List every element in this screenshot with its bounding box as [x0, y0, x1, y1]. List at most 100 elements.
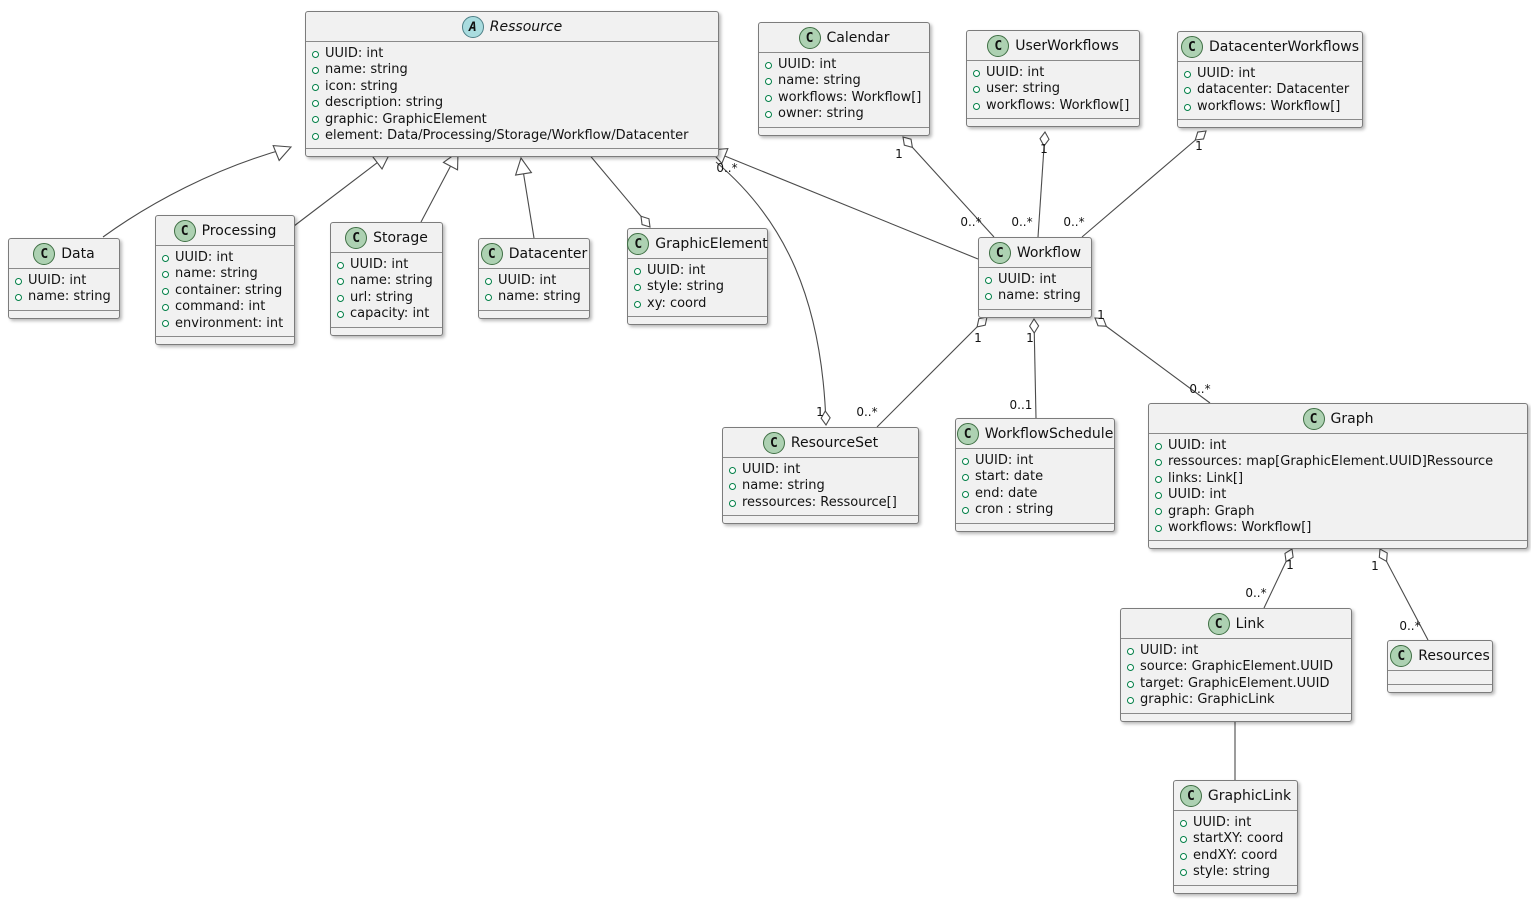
attribute-text: environment: int [175, 315, 284, 331]
class-attribute: user: string [973, 81, 1133, 97]
class-attribute: UUID: int [1155, 438, 1521, 454]
class-name: WorkflowSchedule [984, 426, 1114, 442]
class-attribute: UUID: int [765, 57, 923, 73]
multiplicity-label: 1 [1040, 142, 1048, 156]
field-visibility-icon [973, 69, 980, 77]
attribute-text: style: string [647, 279, 725, 295]
multiplicity-label: 1 [1371, 559, 1379, 573]
attribute-text: name: string [778, 73, 861, 89]
edge-data-extends-ressource [102, 147, 289, 238]
attribute-text: name: string [998, 288, 1081, 304]
edge-ressource-graphicelement-aggregation [581, 145, 651, 228]
class-attribute: style: string [1180, 864, 1291, 880]
class-attribute: xy: coord [634, 296, 761, 312]
attribute-text: ressources: map[GraphicElement.UUID]Ress… [1168, 454, 1494, 470]
attribute-text: UUID: int [742, 462, 801, 477]
attributes-compartment [1388, 671, 1492, 685]
field-visibility-icon [962, 506, 969, 514]
class-badge-icon: C [987, 35, 1010, 57]
edge-workflow-aggregates-workflowschedule [1033, 318, 1037, 419]
attribute-text: graph: Graph [1168, 503, 1255, 519]
methods-compartment [306, 149, 718, 156]
attribute-text: description: string [325, 95, 444, 111]
class-attribute: container: string [162, 283, 288, 299]
attribute-text: name: string [325, 62, 408, 78]
class-attribute: style: string [634, 279, 761, 295]
attribute-text: style: string [1193, 864, 1271, 880]
methods-compartment [956, 524, 1114, 531]
methods-compartment [479, 311, 589, 318]
class-badge-icon: C [480, 243, 503, 265]
field-visibility-icon [1180, 852, 1187, 860]
class-header-datacenter-workflows: C DatacenterWorkflows [1178, 32, 1362, 62]
attribute-text: cron : string [975, 502, 1054, 518]
multiplicity-label: 0..* [716, 161, 737, 175]
class-attribute: UUID: int [634, 263, 761, 279]
attribute-text: name: string [742, 478, 825, 494]
class-name: Link [1235, 616, 1265, 632]
class-badge-icon: C [1180, 36, 1203, 58]
class-badge-icon: C [1390, 645, 1413, 667]
class-name: Calendar [826, 30, 890, 46]
field-visibility-icon [1155, 524, 1162, 532]
class-badge-icon: C [345, 227, 368, 249]
field-visibility-icon [1180, 868, 1187, 876]
class-attribute: name: string [162, 266, 288, 282]
class-attribute: datacenter: Datacenter [1184, 82, 1356, 98]
attribute-text: start: date [975, 469, 1044, 485]
attribute-text: UUID: int [998, 272, 1057, 287]
aggregation-diamond-icon [1378, 548, 1388, 563]
field-visibility-icon [162, 303, 169, 311]
attribute-text: command: int [175, 299, 266, 315]
field-visibility-icon [1155, 491, 1162, 499]
class-name: Ressource [489, 19, 563, 35]
field-visibility-icon [1180, 819, 1187, 827]
class-attribute: name: string [729, 478, 912, 494]
field-visibility-icon [312, 99, 319, 107]
multiplicity-label: 1 [974, 331, 982, 345]
field-visibility-icon [337, 294, 344, 302]
class-attribute: name: string [312, 62, 712, 78]
attribute-text: user: string [986, 81, 1060, 97]
class-name: GraphicLink [1207, 788, 1292, 804]
class-attribute: UUID: int [162, 250, 288, 266]
multiplicity-label: 0..* [1063, 215, 1084, 229]
field-visibility-icon [1184, 70, 1191, 78]
class-badge-icon: C [956, 423, 979, 445]
class-attribute: capacity: int [337, 306, 436, 322]
field-visibility-icon [1180, 836, 1187, 844]
class-attribute: graph: Graph [1155, 504, 1521, 520]
edge-workflow-aggregates-resourceset [876, 316, 988, 428]
class-name: Graph [1330, 411, 1374, 427]
field-visibility-icon [973, 86, 980, 94]
multiplicity-label: 1 [895, 147, 903, 161]
field-visibility-icon [485, 277, 492, 285]
class-name: DatacenterWorkflows [1208, 39, 1360, 55]
attribute-text: name: string [28, 289, 111, 305]
aggregation-diamond-icon [1284, 548, 1294, 563]
multiplicity-label: 0..* [1399, 619, 1420, 633]
field-visibility-icon [337, 261, 344, 269]
class-attribute: graphic: GraphicLink [1127, 692, 1345, 708]
attribute-text: name: string [175, 266, 258, 282]
attribute-text: xy: coord [647, 295, 707, 311]
field-visibility-icon [765, 110, 772, 118]
field-visibility-icon [962, 457, 969, 465]
multiplicity-label: 0..* [1245, 586, 1266, 600]
